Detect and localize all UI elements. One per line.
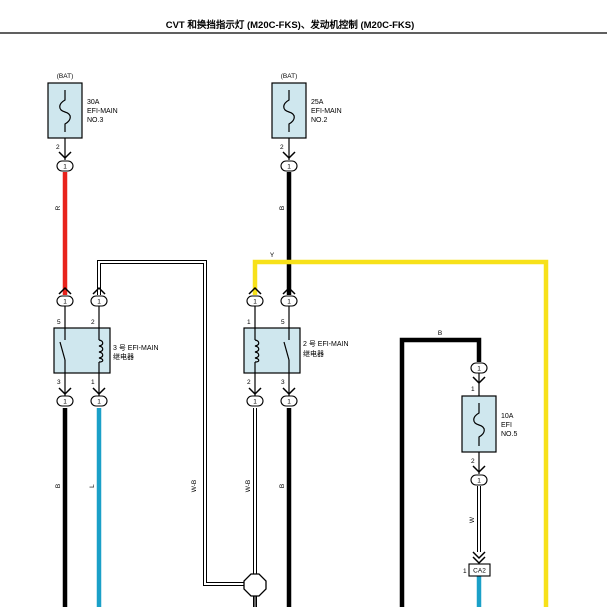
wire-label-wb-right: W-B <box>245 480 252 493</box>
fuse-efi-main-no2: (BAT) 25A EFI-MAIN NO.2 2 1 <box>271 73 342 172</box>
efi5-name1: EFI <box>501 422 512 429</box>
fuse1-connector: 1 <box>56 151 74 172</box>
relay2-pin-tr: 5 <box>281 319 285 326</box>
relay2-tr-terminal-icon <box>282 286 296 295</box>
relay2-pin-bl: 2 <box>247 379 251 386</box>
fuse2-rating: 25A <box>311 99 324 106</box>
fuse1-connector-label: 1 <box>63 164 67 171</box>
relay1-tr-connector-label: 1 <box>97 299 101 306</box>
ca2-name-label: CA2 <box>473 568 486 575</box>
relay1-switch-icon <box>59 328 66 373</box>
efi5-bottom-terminal-icon <box>472 465 486 474</box>
relay-efi-main-3: 1 1 5 2 3 号 EFI-MAIN 继电器 3 1 1 <box>53 286 159 407</box>
relay2-pin-tl: 1 <box>247 319 251 326</box>
relay2-pin-br: 3 <box>281 379 285 386</box>
efi5-top-connector-label: 1 <box>477 366 481 373</box>
fuse2-source: (BAT) <box>281 73 298 80</box>
fuse2-connector: 1 <box>280 151 298 172</box>
relay2-bl-connector-label: 1 <box>253 399 257 406</box>
wire-label-relay2-right-b: B <box>279 484 286 488</box>
connector-ca2: 1 CA2 <box>463 551 491 577</box>
relay1-bl-terminal-icon <box>58 387 72 396</box>
relay1-tl-terminal-icon <box>58 286 72 295</box>
efi5-pin-bottom: 2 <box>471 458 475 465</box>
relay2-tl-connector-label: 1 <box>253 299 257 306</box>
relay1-label-line2: 继电器 <box>113 352 134 361</box>
fuse2-pin: 2 <box>280 144 284 151</box>
fuse1-name1: EFI-MAIN <box>87 108 118 115</box>
fuse2-name2: NO.2 <box>311 117 327 124</box>
fuse1-symbol-icon <box>59 90 71 132</box>
fuse-efi-main-no3: (BAT) 30A EFI-MAIN NO.3 2 1 <box>47 73 118 172</box>
efi5-top-wire-label: B <box>438 330 442 337</box>
wire-label-wb-left: W-B <box>191 480 198 493</box>
fuse2-terminal-icon <box>282 151 296 160</box>
relay2-coil-icon <box>254 328 260 373</box>
relay1-top-left-connector: 1 <box>56 286 74 307</box>
relay2-br-terminal-icon <box>282 387 296 396</box>
efi5-bottom-connector-label: 1 <box>477 478 481 485</box>
ca2-double-chevron-icon <box>472 551 486 565</box>
relay1-pin-br: 1 <box>91 379 95 386</box>
relay1-label-line1: 3 号 EFI-MAIN <box>113 344 159 352</box>
relay2-label-line2: 继电器 <box>303 349 324 358</box>
efi5-top-connector: 1 <box>470 362 488 385</box>
fuse2-name1: EFI-MAIN <box>311 108 342 115</box>
relay1-tr-terminal-icon <box>92 286 106 295</box>
fuse1-pin: 2 <box>56 144 60 151</box>
relay1-pin-bl: 3 <box>57 379 61 386</box>
relay1-body <box>53 327 111 374</box>
relay2-bottom-left-connector: 1 <box>246 387 264 407</box>
fuse-efi-no5: B 1 1 10A EFI NO.5 2 1 W <box>438 330 518 523</box>
efi5-symbol-icon <box>473 403 485 446</box>
wire-black-efi5-top <box>399 337 482 607</box>
relay1-coil-icon <box>98 328 104 373</box>
wire-label-red: R <box>55 205 62 210</box>
relay1-bottom-right-connector: 1 <box>90 387 108 407</box>
relay2-top-left-connector: 1 <box>246 286 264 307</box>
diagram-title: CVT 和换挡指示灯 (M20C-FKS)、发动机控制 (M20C-FKS) <box>166 19 415 31</box>
relay1-top-right-connector: 1 <box>90 286 108 307</box>
wire-white-inner <box>98 261 250 585</box>
fuse2-symbol-icon <box>283 90 295 132</box>
ca2-body <box>468 563 491 577</box>
efi5-pin-top: 1 <box>471 386 475 393</box>
relay2-br-connector-label: 1 <box>287 399 291 406</box>
junction-octagon-icon <box>243 573 267 597</box>
wire-label-relay1-left-b: B <box>55 484 62 488</box>
fuse1-name2: NO.3 <box>87 117 103 124</box>
relay2-switch-icon <box>283 328 290 373</box>
fuse1-rating: 30A <box>87 99 100 106</box>
relay1-pin-tl: 5 <box>57 319 61 326</box>
efi5-bottom-connector: 1 <box>470 465 488 486</box>
fuse2-connector-label: 1 <box>287 164 291 171</box>
relay1-bl-connector-label: 1 <box>63 399 67 406</box>
relay2-label-line1: 2 号 EFI-MAIN <box>303 340 349 348</box>
relay1-br-connector-label: 1 <box>97 399 101 406</box>
relay1-bottom-left-connector: 1 <box>56 387 74 407</box>
wire-yellow <box>252 259 549 607</box>
wire-label-black-top: B <box>279 206 286 210</box>
relay2-body <box>243 327 301 374</box>
relay1-pin-tr: 2 <box>91 319 95 326</box>
wire-label-relay1-right-l: L <box>89 484 96 488</box>
wire-white-outer <box>97 260 250 586</box>
relay1-br-terminal-icon <box>92 387 106 396</box>
relay2-top-right-connector: 1 <box>280 286 298 307</box>
efi5-top-terminal-icon <box>472 376 486 385</box>
ca2-pin-label: 1 <box>463 568 467 575</box>
relay2-bl-terminal-icon <box>248 387 262 396</box>
efi5-rating: 10A <box>501 413 514 420</box>
relay1-tl-connector-label: 1 <box>63 299 67 306</box>
wire-label-yellow: Y <box>270 252 275 259</box>
efi5-name2: NO.5 <box>501 431 517 438</box>
relay2-tl-terminal-icon <box>248 286 262 295</box>
relay2-bottom-right-connector: 1 <box>280 387 298 407</box>
relay-efi-main-2: 1 1 1 5 2 号 EFI-MAIN 继电器 2 3 1 <box>243 286 349 407</box>
fuse1-source: (BAT) <box>57 73 74 80</box>
efi5-bottom-wire-label: W <box>469 516 476 523</box>
relay2-tr-connector-label: 1 <box>287 299 291 306</box>
fuse1-terminal-icon <box>58 151 72 160</box>
